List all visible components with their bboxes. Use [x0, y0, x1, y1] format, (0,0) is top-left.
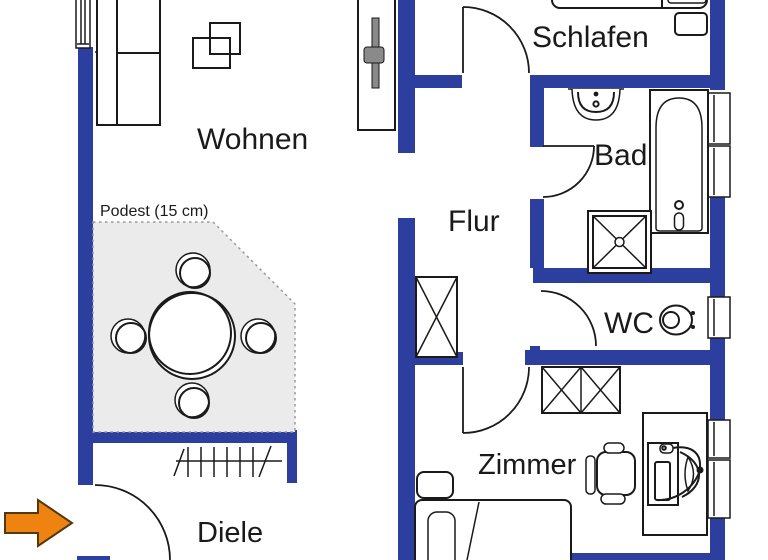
flur-shaft-box — [415, 276, 458, 358]
room-label-schlafen: Schlafen — [532, 21, 649, 54]
wall-diele-return — [287, 430, 297, 483]
entrance-arrow-icon — [4, 498, 74, 548]
room-label-wohnen: Wohnen — [197, 123, 308, 156]
toilet — [659, 304, 695, 336]
wall-pictures — [192, 22, 241, 69]
wall-right-mid1 — [710, 197, 725, 297]
nightstand — [674, 12, 708, 36]
wall-center-upper — [398, 0, 415, 153]
sofa — [96, 0, 161, 126]
double-bed — [551, 0, 708, 36]
door-zimmer — [462, 366, 530, 434]
window-bad-right — [707, 92, 731, 198]
room-label-diele: Diele — [197, 517, 263, 549]
wall-right-top — [710, 0, 725, 90]
room-label-flur: Flur — [448, 205, 500, 238]
tv-board — [357, 0, 396, 131]
single-bed — [414, 471, 572, 560]
door-wc — [540, 290, 597, 347]
door-schlafen — [462, 6, 530, 74]
window-zimmer-right — [707, 419, 731, 519]
wall-diele-top — [93, 430, 297, 443]
wall-left — [78, 47, 93, 485]
wall-schlafen-bad — [530, 75, 725, 88]
wall-right-bottom — [710, 518, 725, 560]
doors — [94, 6, 597, 560]
wall-flur-schlafen-stub — [415, 75, 462, 88]
room-labels: Wohnen Schlafen Bad Flur WC Zimmer Diele… — [100, 21, 654, 549]
wardrobe — [541, 366, 621, 414]
bathtub — [649, 89, 709, 234]
door-bad — [542, 145, 595, 198]
room-label-bad: Bad — [594, 139, 647, 172]
desk-with-computer — [642, 412, 708, 536]
wall-wc-zimmer-right — [525, 350, 725, 365]
office-chair — [585, 442, 636, 505]
window-wohnen-left — [75, 0, 122, 53]
podest-annotation: Podest (15 cm) — [100, 203, 208, 220]
wall-entry-leaf-stub — [77, 556, 110, 560]
wall-bad-wc — [533, 268, 710, 283]
door-entrance — [94, 484, 171, 560]
shower — [587, 210, 652, 274]
room-label-wc: WC — [604, 307, 654, 340]
diele-radiator — [173, 445, 282, 478]
dining-table-with-chairs — [110, 252, 277, 419]
wall-bad-west-upper — [530, 88, 544, 147]
wall-center-lower — [398, 218, 415, 560]
walls — [77, 0, 725, 560]
wall-right-mid2 — [710, 338, 725, 420]
room-label-zimmer: Zimmer — [478, 449, 577, 481]
window-wc-right — [707, 296, 731, 339]
wall-bad-west-lower — [530, 199, 544, 268]
washbasin — [568, 88, 624, 121]
